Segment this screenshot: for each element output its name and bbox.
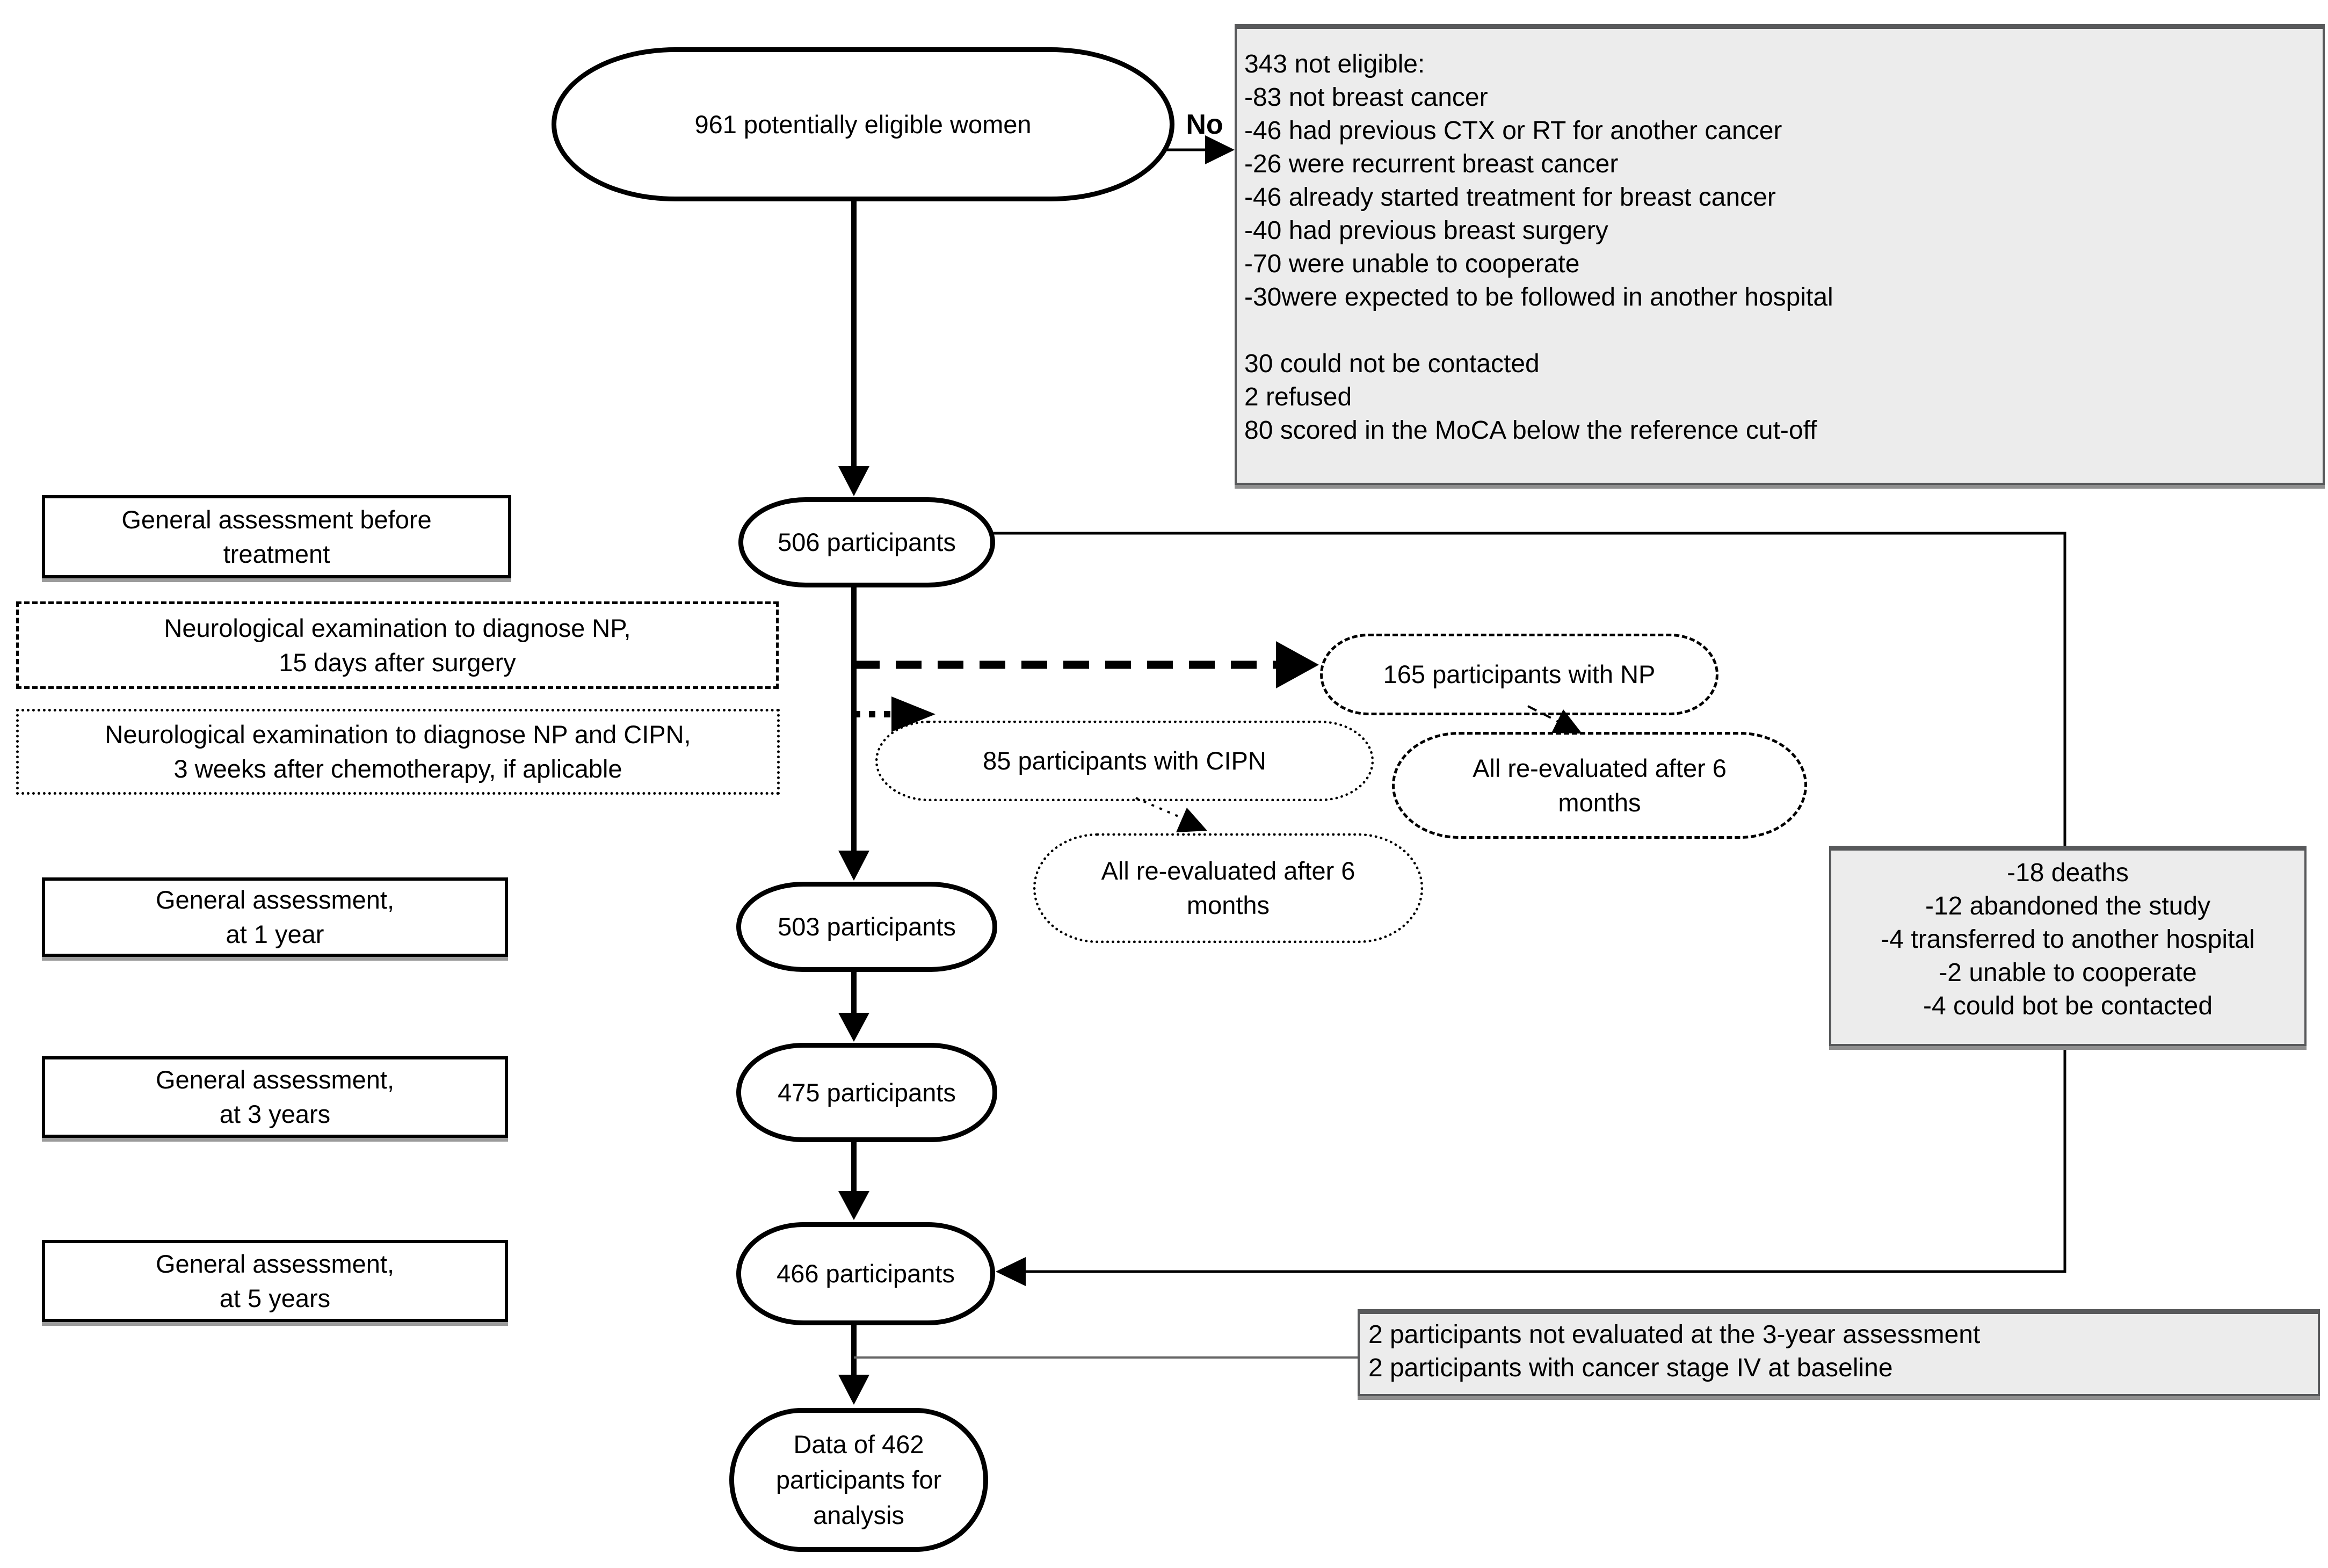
oval-reevaluated-np: All re-evaluated after 6 months: [1392, 732, 1807, 839]
oval-462-analysis: Data of 462 participants for analysis: [729, 1408, 988, 1552]
arrowhead-np: [1276, 641, 1319, 688]
oval-165-np: 165 participants with NP: [1320, 634, 1718, 715]
arrowhead-475: [838, 1013, 869, 1042]
box-neuro-exam-np: Neurological examination to diagnose NP,…: [16, 601, 779, 689]
box-not-eligible: 343 not eligible: -83 not breast cancer …: [1235, 24, 2325, 485]
box-neuro-exam-np-cipn: Neurological examination to diagnose NP …: [16, 709, 780, 795]
box-general-5-years: General assessment, at 5 years: [42, 1240, 508, 1322]
arrowhead-no: [1205, 135, 1235, 164]
arrowhead-506: [838, 466, 869, 496]
arrowhead-466-left: [996, 1257, 1026, 1286]
withdrawals-list: -18 deaths -12 abandoned the study -4 tr…: [1881, 859, 2255, 1020]
arrowhead-462: [838, 1375, 869, 1405]
no-branch-label: No: [1186, 109, 1223, 140]
exclusions-list: 2 participants not evaluated at the 3-ye…: [1368, 1320, 1981, 1382]
box-general-1-year: General assessment, at 1 year: [42, 877, 508, 957]
arrowhead-503: [838, 851, 869, 881]
box-general-3-years: General assessment, at 3 years: [42, 1056, 508, 1138]
oval-475-participants: 475 participants: [736, 1043, 997, 1142]
box-late-exclusions: 2 participants not evaluated at the 3-ye…: [1358, 1309, 2320, 1396]
box-general-before-treatment: General assessment before treatment: [42, 495, 511, 578]
oval-reevaluated-cipn: All re-evaluated after 6 months: [1033, 833, 1423, 943]
oval-503-participants: 503 participants: [736, 882, 997, 972]
oval-466-participants: 466 participants: [736, 1222, 995, 1325]
oval-506-participants: 506 participants: [738, 497, 995, 587]
oval-961-eligible: 961 potentially eligible women: [552, 47, 1174, 201]
not-eligible-list: 343 not eligible: -83 not breast cancer …: [1244, 50, 1833, 445]
arrowhead-466: [838, 1191, 869, 1220]
oval-961-label: 961 potentially eligible women: [694, 110, 1032, 139]
oval-85-cipn: 85 participants with CIPN: [875, 721, 1374, 801]
box-withdrawals: -18 deaths -12 abandoned the study -4 tr…: [1829, 846, 2307, 1046]
